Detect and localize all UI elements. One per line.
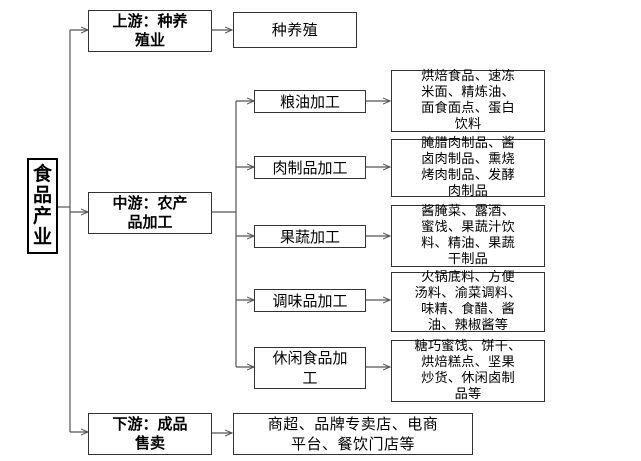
process-node-fruit-veg: 果蔬加工	[254, 225, 366, 248]
products-label: 酱腌菜、露酒、 蜜饯、果蔬汁饮 料、精油、果蔬 干制品	[421, 204, 515, 267]
process-label: 粮油加工	[279, 92, 340, 111]
process-node-snack: 休闲食品加 工	[254, 347, 366, 389]
midstream-stage-node: 中游：农产 品加工	[88, 192, 212, 234]
downstream-stage-node: 下游：成品 售卖	[88, 413, 212, 455]
products-label: 火锅底料、方便 汤料、渝菜调料、 味精、食醋、酱 油、辣椒酱等	[414, 270, 522, 333]
upstream-detail-label: 种养殖	[271, 21, 319, 39]
process-node-meat: 肉制品加工	[254, 156, 366, 179]
products-node-seasoning: 火锅底料、方便 汤料、渝菜调料、 味精、食醋、酱 油、辣椒酱等	[391, 270, 545, 333]
products-label: 腌腊肉制品、酱 卤肉制品、熏烧 烤肉制品、发酵 肉制品	[421, 136, 515, 199]
downstream-detail-node: 商超、品牌专卖店、电商 平台、餐饮门店等	[233, 413, 473, 455]
upstream-stage-label: 上游：种养 殖业	[112, 12, 188, 49]
upstream-stage-node: 上游：种养 殖业	[88, 10, 212, 52]
products-node-snack: 糖巧蜜饯、饼干、 烘焙糕点、坚果 炒货、休闲卤制 品等	[391, 339, 545, 402]
products-node-grain-oil: 烘焙食品、速冻 米面、精炼油、 面食面点、蛋白 饮料	[391, 69, 545, 132]
downstream-detail-label: 商超、品牌专卖店、电商 平台、餐饮门店等	[267, 415, 439, 453]
root-label: 食 品 产 业	[32, 163, 52, 248]
process-label: 休闲食品加 工	[272, 349, 348, 387]
root-node: 食 品 产 业	[27, 158, 58, 254]
products-label: 烘焙食品、速冻 米面、精炼油、 面食面点、蛋白 饮料	[421, 69, 515, 132]
upstream-detail-node: 种养殖	[233, 12, 357, 48]
process-label: 肉制品加工	[272, 158, 348, 177]
process-label: 调味品加工	[272, 291, 348, 310]
products-node-meat: 腌腊肉制品、酱 卤肉制品、熏烧 烤肉制品、发酵 肉制品	[391, 136, 545, 199]
process-node-grain-oil: 粮油加工	[254, 90, 366, 113]
process-node-seasoning: 调味品加工	[254, 289, 366, 312]
midstream-stage-label: 中游：农产 品加工	[112, 194, 188, 231]
products-node-fruit-veg: 酱腌菜、露酒、 蜜饯、果蔬汁饮 料、精油、果蔬 干制品	[391, 204, 545, 267]
downstream-stage-label: 下游：成品 售卖	[112, 415, 188, 452]
process-label: 果蔬加工	[279, 227, 340, 246]
products-label: 糖巧蜜饯、饼干、 烘焙糕点、坚果 炒货、休闲卤制 品等	[414, 339, 522, 402]
